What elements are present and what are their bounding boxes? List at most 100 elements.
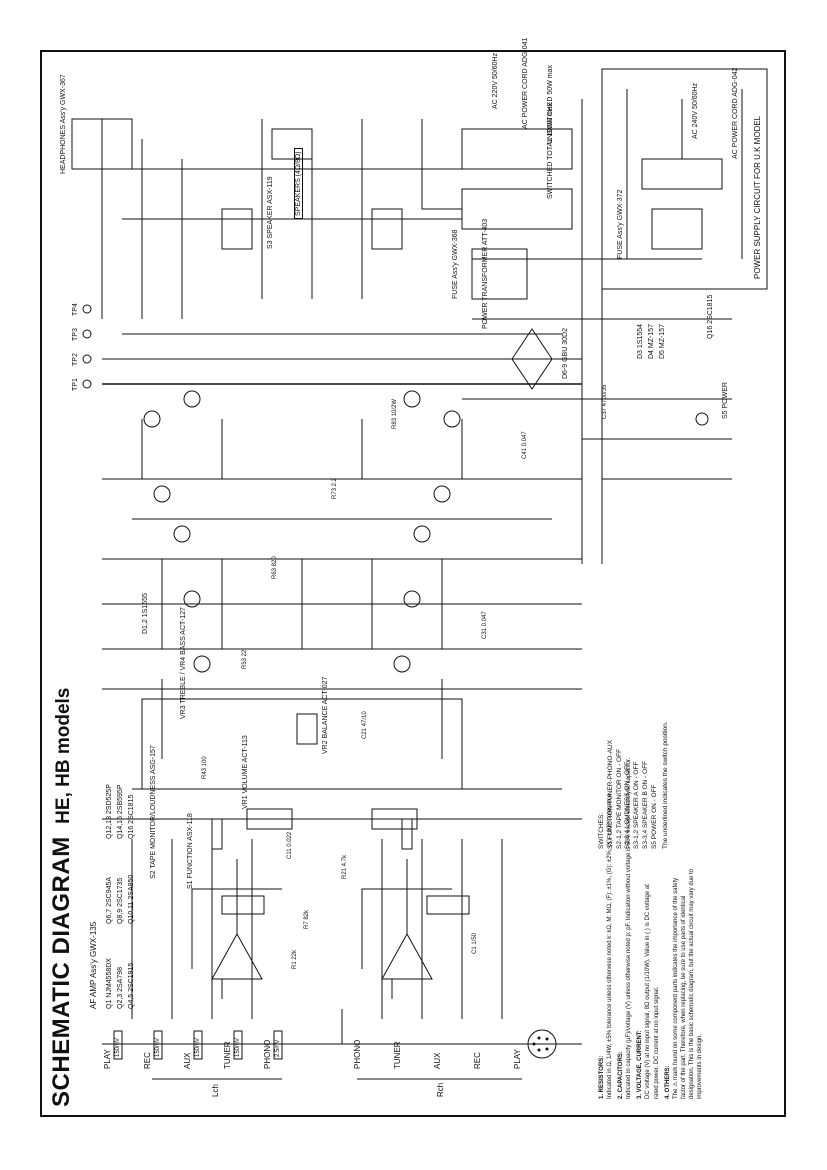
input-lch-phono: PHONO (263, 1039, 272, 1069)
page-frame: SCHEMATIC DIAGRAM HE, HB models (40, 38, 788, 1119)
function-switch-bus (131, 818, 503, 1019)
tone-label: VR3 TREBLE / VR4 BASS ACT-127 (180, 607, 187, 719)
ac-supply-label: AC 220V 50/60Hz (492, 52, 499, 109)
transistor-row: Q12,13 2SD525P (106, 784, 113, 839)
switch-note: The underlined indicates the switch posi… (662, 721, 670, 849)
transistor-row: Q6,7 2SC945A (106, 876, 113, 924)
test-point-label: TP4 (72, 303, 79, 316)
diode-d1-label: D1,2 1S1555 (142, 593, 149, 634)
uk-fuse-label: FUSE Ass'y GWX-372 (617, 189, 624, 259)
resistor-label: R1 22k (292, 949, 298, 969)
input-lch-play: PLAY (103, 1049, 112, 1069)
uk-supply-drawing (626, 89, 743, 259)
resistor-label: R21 4.7k (342, 854, 348, 879)
din-connector-icon (527, 1029, 557, 1059)
capacitor-label: C21 47/10 (362, 711, 368, 739)
schematic-sheet: SCHEMATIC DIAGRAM HE, HB models (42, 38, 788, 1119)
input-level: 150mV (115, 1037, 121, 1057)
transistor-row: Q10,11 2SA850 (128, 874, 135, 924)
switch-row: S1 FUNCTION TUNER-PHONO-AUX (606, 740, 614, 849)
input-rch-play: PLAY (513, 1049, 522, 1069)
diode-d4-label: D4 MZ-157 (648, 323, 655, 359)
resistor-label: R43 100 (202, 756, 208, 779)
input-lch-rec: REC (143, 1052, 152, 1069)
test-point-label: TP2 (72, 353, 79, 366)
capacitor-label: C41 0.047 (522, 431, 528, 459)
resistor-label: R63 820 (272, 556, 278, 579)
diode-d5-label: D5 MZ-157 (659, 323, 666, 359)
diode-d3-label: D3 1S1554 (637, 323, 644, 359)
capacitor-label: C37 4700/35 (602, 384, 608, 419)
input-level: 2.5mV (275, 1039, 281, 1057)
resistor-label: R53 22 (242, 649, 248, 669)
note-heading: 1. RESISTORS: (599, 1055, 605, 1099)
switch-row: S2-1,2 TAPE MONITOR ON - OFF (615, 748, 623, 849)
input-lch-tuner: TUNER (223, 1041, 232, 1069)
switch-row: S2-3,4 LOUDNESS ON - OFF (624, 761, 632, 849)
q16-label: Q16 2SC1815 (707, 294, 714, 339)
input-rch-rec: REC (473, 1052, 482, 1069)
opamp-lower-icon (381, 932, 433, 980)
switch-row: S3-3,4 SPEAKER B ON - OFF (641, 760, 649, 849)
tape-monitor-label: S2 TAPE MONITOR/LOUDNESS ASG-157 (150, 745, 157, 879)
lch-label: Lch (211, 1084, 220, 1097)
transistor-row: Q16 2SC1815 (128, 794, 135, 839)
bridge-label: D6-9 GBU 30D2 (562, 328, 569, 379)
resistor-label: R73 2.2 (332, 477, 338, 499)
transistor-row: Q14,15 2SB595P (117, 784, 124, 840)
note-heading: 3. VOLTAGE, CURRENT: (637, 1030, 644, 1099)
power-transformer-label: POWER TRANSFORMER ATT-403 (482, 218, 489, 329)
note-text: DC voltage (V) at no input signal, 8Ω ou… (645, 884, 660, 1099)
speakers-label: SPEAKERS (4Ω/8Ω) (294, 148, 303, 219)
rch-label: Rch (436, 1082, 445, 1097)
opamp-upper-icon (211, 932, 263, 980)
ac-power-cord-label: AC POWER CORD ADG-041 (522, 37, 529, 129)
note-heading: 2. CAPACITORS: (618, 1051, 625, 1099)
note-text: The ⚠ mark found on some component parts… (672, 868, 704, 1099)
uk-supply-title: POWER SUPPLY CIRCUIT FOR U.K MODEL (753, 115, 762, 279)
output-section (71, 118, 472, 319)
volume-label: VR1 VOLUME ACT-113 (242, 735, 249, 809)
input-lch-aux: AUX (183, 1052, 192, 1069)
function-switch-label: S1 FUNCTION ASX-118 (187, 813, 194, 889)
transistor-row: Q4,5 2SC1915 (128, 962, 135, 1009)
headphones-label: HEADPHONES Ass'y GWX-367 (60, 74, 67, 174)
fuse-label: FUSE Ass'y GWX-368 (452, 229, 459, 299)
uk-ac-cord-label: AC POWER CORD ADG-042 (732, 67, 739, 159)
uk-ac-supply-label: AC 240V 50/60Hz (692, 82, 699, 139)
test-point-label: TP1 (72, 378, 79, 391)
power-supply-section (421, 99, 732, 564)
power-switch-label: S5 POWER (722, 382, 729, 419)
input-rch-aux: AUX (433, 1052, 442, 1069)
capacitor-label: C1 1/50 (472, 932, 478, 954)
input-rch-tuner: TUNER (393, 1041, 402, 1069)
note-heading: 4. OTHERS: (664, 1065, 671, 1099)
input-level: 150mV (235, 1037, 241, 1057)
resistor-label: R83 10/2W (392, 398, 398, 429)
bridge-rectifier-icon (511, 328, 553, 390)
speaker-switch-label: S3 SPEAKER ASX-119 (267, 176, 274, 249)
balance-label: VR2 BALANCE ACT-027 (322, 676, 329, 754)
switch-row: S5 POWER ON - OFF (650, 784, 658, 849)
switch-heading: SWITCHES: (598, 812, 605, 849)
input-level: 150mV (155, 1037, 161, 1057)
schematic-drawing (71, 68, 768, 1080)
test-point-row (82, 304, 92, 389)
transistor-row: Q2,3 2SA798 (117, 966, 124, 1009)
resistor-label: R7 82k (304, 909, 310, 929)
transistor-row: Q1 NJM4558DX (106, 958, 113, 1009)
assembly-label: AF AMP Ass'y GWX-135 (89, 921, 98, 1009)
capacitor-label: C11 0.022 (287, 831, 293, 859)
tone-volume-section (102, 679, 582, 830)
transistor-row: Q8,9 2SC1735 (117, 877, 124, 924)
input-rch-phono: PHONO (353, 1039, 362, 1069)
switch-row: S3-1,2 SPEAKER A ON - OFF (633, 761, 641, 849)
ac-unswitched-label: UNSWITCHED 50W max (547, 65, 554, 144)
input-level: 150mV (195, 1037, 201, 1057)
uk-supply-frame (601, 68, 768, 290)
test-point-label: TP3 (72, 328, 79, 341)
power-transformer-icon (471, 248, 528, 300)
capacitor-label: C31 0.047 (482, 611, 488, 639)
power-amp-section (102, 333, 582, 690)
switch-table: SWITCHES: S1 FUNCTION TUNER-PHONO-AUX S2… (598, 721, 671, 849)
